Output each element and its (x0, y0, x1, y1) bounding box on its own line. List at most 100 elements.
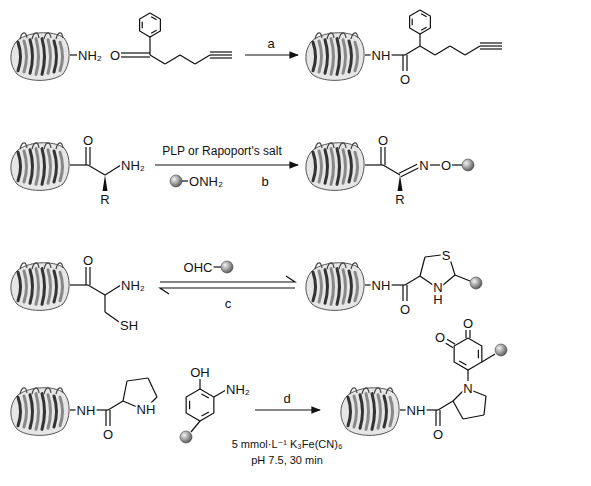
bond (419, 34, 420, 46)
benzene-ring (454, 338, 482, 370)
ring-double-bond (459, 361, 466, 365)
bond (105, 312, 119, 322)
payload-ball (221, 261, 233, 273)
atom-label: NH (406, 404, 427, 417)
bond (443, 275, 455, 285)
payload-ball (180, 431, 192, 443)
atom-label: O (432, 428, 444, 441)
ring-double-bond (202, 412, 209, 416)
bond (465, 330, 466, 338)
bond (480, 45, 502, 46)
atom-label: NH (136, 403, 157, 416)
ring-double-bond (142, 22, 143, 28)
bond (480, 42, 502, 43)
bond (482, 354, 495, 362)
bond (105, 285, 121, 295)
bond (104, 295, 105, 312)
bond (148, 378, 157, 397)
step-letter: a (266, 37, 275, 50)
payload-ball (470, 277, 482, 289)
bond (89, 267, 90, 285)
bond (105, 165, 121, 175)
bond (109, 410, 110, 426)
atom-label: O (399, 303, 411, 316)
reaction-row (11, 143, 474, 191)
equilibrium-arrow (160, 276, 295, 282)
bond (399, 164, 417, 173)
bond (405, 276, 420, 285)
bond (406, 285, 407, 301)
protein-barrel (11, 263, 69, 311)
benzene-ring (140, 13, 161, 37)
atom-label: O (82, 134, 94, 147)
bond (402, 285, 403, 301)
step-letter: c (224, 297, 233, 310)
bond (463, 415, 484, 419)
bond (420, 257, 425, 276)
bond (150, 55, 165, 64)
bond (88, 285, 105, 295)
bond (105, 410, 106, 426)
bond (199, 379, 200, 389)
bond (480, 48, 502, 49)
bond (401, 168, 419, 177)
bond (420, 46, 435, 55)
bond (435, 46, 450, 55)
bond (439, 410, 440, 426)
bond (149, 37, 150, 55)
protein-barrel (11, 33, 69, 81)
reaction-row (11, 10, 502, 80)
reaction-arrow (255, 409, 320, 410)
reaction-arrow (155, 164, 298, 165)
bond (445, 343, 453, 348)
payload-ball (495, 344, 507, 356)
bond (108, 401, 123, 410)
bond (133, 56, 150, 57)
benzene-ring (186, 389, 214, 421)
ring-double-bond (189, 401, 190, 409)
bond (70, 284, 88, 285)
bond (210, 51, 232, 52)
ring-double-bond (151, 17, 156, 20)
bond (384, 147, 385, 165)
bond (420, 276, 433, 285)
atom-label: O (82, 254, 94, 267)
bond (425, 255, 441, 257)
ring-double-bond (151, 30, 156, 33)
reaction-row (11, 330, 507, 443)
bond (455, 275, 470, 281)
bond (430, 164, 440, 165)
ring-double-bond (421, 14, 426, 17)
bond (121, 52, 133, 53)
bond (435, 410, 436, 426)
bond (210, 57, 232, 58)
wedge-bond (103, 175, 108, 191)
condition-label: pH 7.5, 30 min (250, 455, 324, 466)
protein-barrel (341, 388, 399, 436)
atom-label: NH₂ (120, 159, 146, 172)
atom-label: O (462, 317, 474, 330)
ring-double-bond (421, 27, 426, 30)
payload-ball (462, 159, 474, 171)
protein-barrel (11, 143, 69, 191)
benzene-ring (410, 10, 431, 34)
atom-label: NH₂ (77, 49, 103, 62)
ring-double-bond (202, 394, 209, 398)
bond (365, 164, 383, 165)
atom-label: H (432, 293, 443, 306)
protein-barrel (11, 388, 69, 436)
bond (70, 164, 88, 165)
bond (89, 147, 90, 165)
protein-barrel (306, 263, 364, 311)
atom-label: R (394, 193, 405, 206)
atom-label: O (377, 134, 389, 147)
atom-label: N (418, 159, 429, 172)
bond (123, 381, 127, 401)
reaction-arrow (245, 54, 298, 55)
bond (383, 165, 400, 175)
bond (180, 55, 195, 64)
ring-double-bond (478, 350, 479, 358)
payload-ball (170, 175, 182, 187)
atom-label: NH₂ (120, 279, 146, 292)
bond (195, 55, 210, 64)
